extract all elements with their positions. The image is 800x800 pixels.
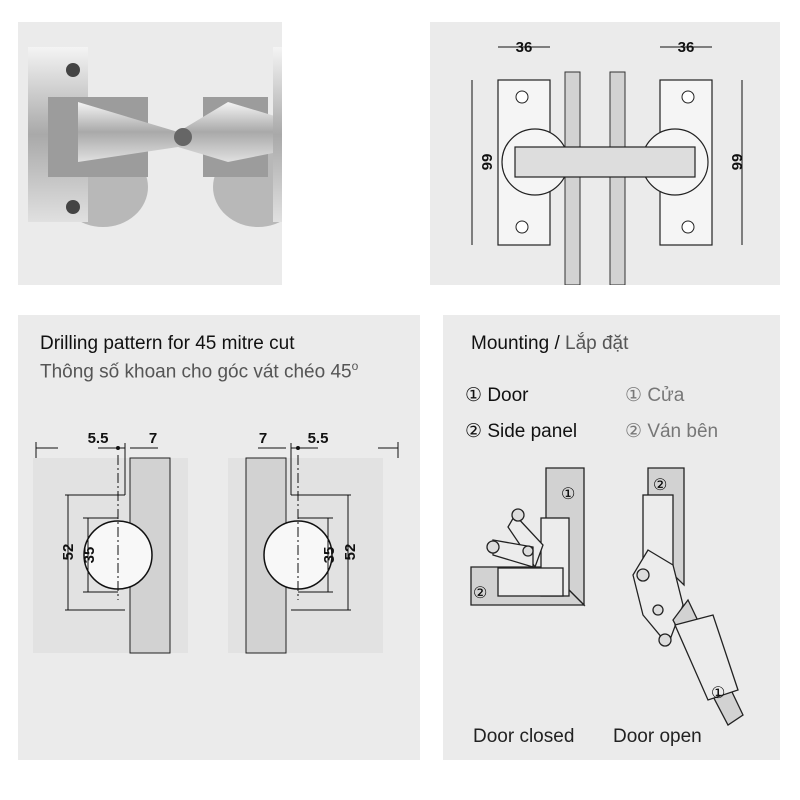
hinge-photo [28,47,282,227]
height-label-left: 66 [478,154,495,171]
drilling-pattern-panel: Drilling pattern for 45 mitre cut Thông … [18,315,420,760]
marker-panel-open: ② [653,477,667,494]
mounting-diagram: ① ② ② ① [470,467,744,726]
dim-7-right: 7 [259,430,267,447]
width-label-left: 36 [516,39,533,56]
dimension-drawing-panel: 36 36 66 66 [430,22,780,285]
legend-door: ① Door [465,385,529,406]
dim-35-left: 35 [81,547,98,564]
legend-side-panel: ② Side panel [465,421,578,442]
legend-door-label: Door [487,385,529,406]
legend-door-vi-label: Cửa [647,385,685,406]
degree-sup: o [351,359,359,373]
dimension-drawing: 36 36 66 66 [471,39,745,285]
dim-52-right: 52 [342,544,359,561]
mounting-title: Mounting / Lắp đặt [471,333,628,355]
drilling-diagram: 5.5 7 7 5.5 52 35 52 35 [33,430,399,654]
width-label-right: 36 [678,39,695,56]
drilling-subtitle-text: Thông số khoan cho góc vát chéo 45 [40,361,352,383]
dim-7-left: 7 [149,430,157,447]
mounting-panel: Mounting / Lắp đặt ① Door ② Side panel ①… [443,315,780,760]
dim-52-left: 52 [60,544,77,561]
caption-door-closed: Door closed [473,726,575,747]
height-label-right: 66 [728,154,745,171]
product-photo-panel [18,22,282,285]
legend-door-vi: ① Cửa [625,385,685,406]
drilling-title: Drilling pattern for 45 mitre cut [40,333,295,354]
caption-door-open: Door open [613,726,702,747]
dim-5-5-right: 5.5 [308,430,329,447]
marker-door-open: ① [711,685,725,702]
legend-side-panel-label: Side panel [487,421,578,442]
dim-35-right: 35 [321,547,338,564]
mounting-title-sep: / [549,333,566,354]
mounting-title-vi: Lắp đặt [565,333,629,354]
drilling-subtitle: Thông số khoan cho góc vát chéo 45o [40,359,358,383]
marker-door-closed: ① [561,486,575,503]
legend-side-panel-vi-label: Ván bên [647,421,719,442]
legend-side-panel-vi: ② Ván bên [625,421,719,442]
marker-panel-closed: ② [473,585,487,602]
dim-5-5-left: 5.5 [88,430,109,447]
mounting-title-en: Mounting [471,333,550,354]
